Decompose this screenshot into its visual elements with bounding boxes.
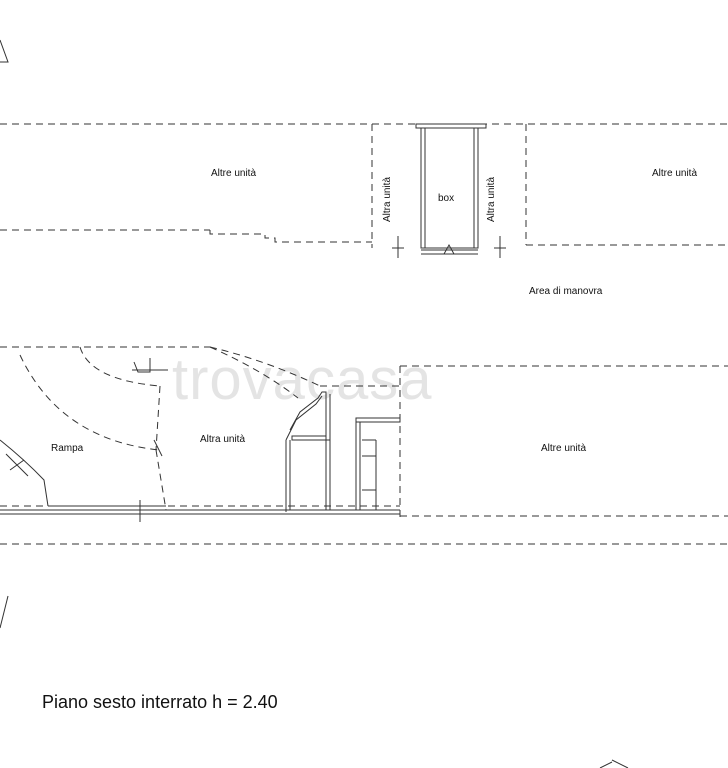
north-marker-bottom-right [599, 759, 629, 768]
label-altre-unita-bottom-right: Altre unità [541, 443, 587, 454]
label-altre-unita-top-left: Altre unità [211, 168, 257, 179]
label-area-di-manovra: Area di manovra [529, 286, 603, 297]
label-altra-unita-vertical-left: Altra unità [382, 176, 394, 223]
label-altra-unita-bottom-left: Altra unità [200, 434, 246, 445]
label-box: box [438, 193, 455, 204]
plan-caption: Piano sesto interrato h = 2.40 [42, 692, 278, 712]
watermark: trovacasa [172, 347, 433, 412]
north-marker-bottom [0, 595, 9, 629]
label-rampa: Rampa [51, 443, 84, 454]
label-altre-unita-top-right: Altre unità [652, 168, 698, 179]
north-marker-top [0, 39, 9, 63]
label-altra-unita-vertical-right: Altra unità [486, 176, 498, 223]
